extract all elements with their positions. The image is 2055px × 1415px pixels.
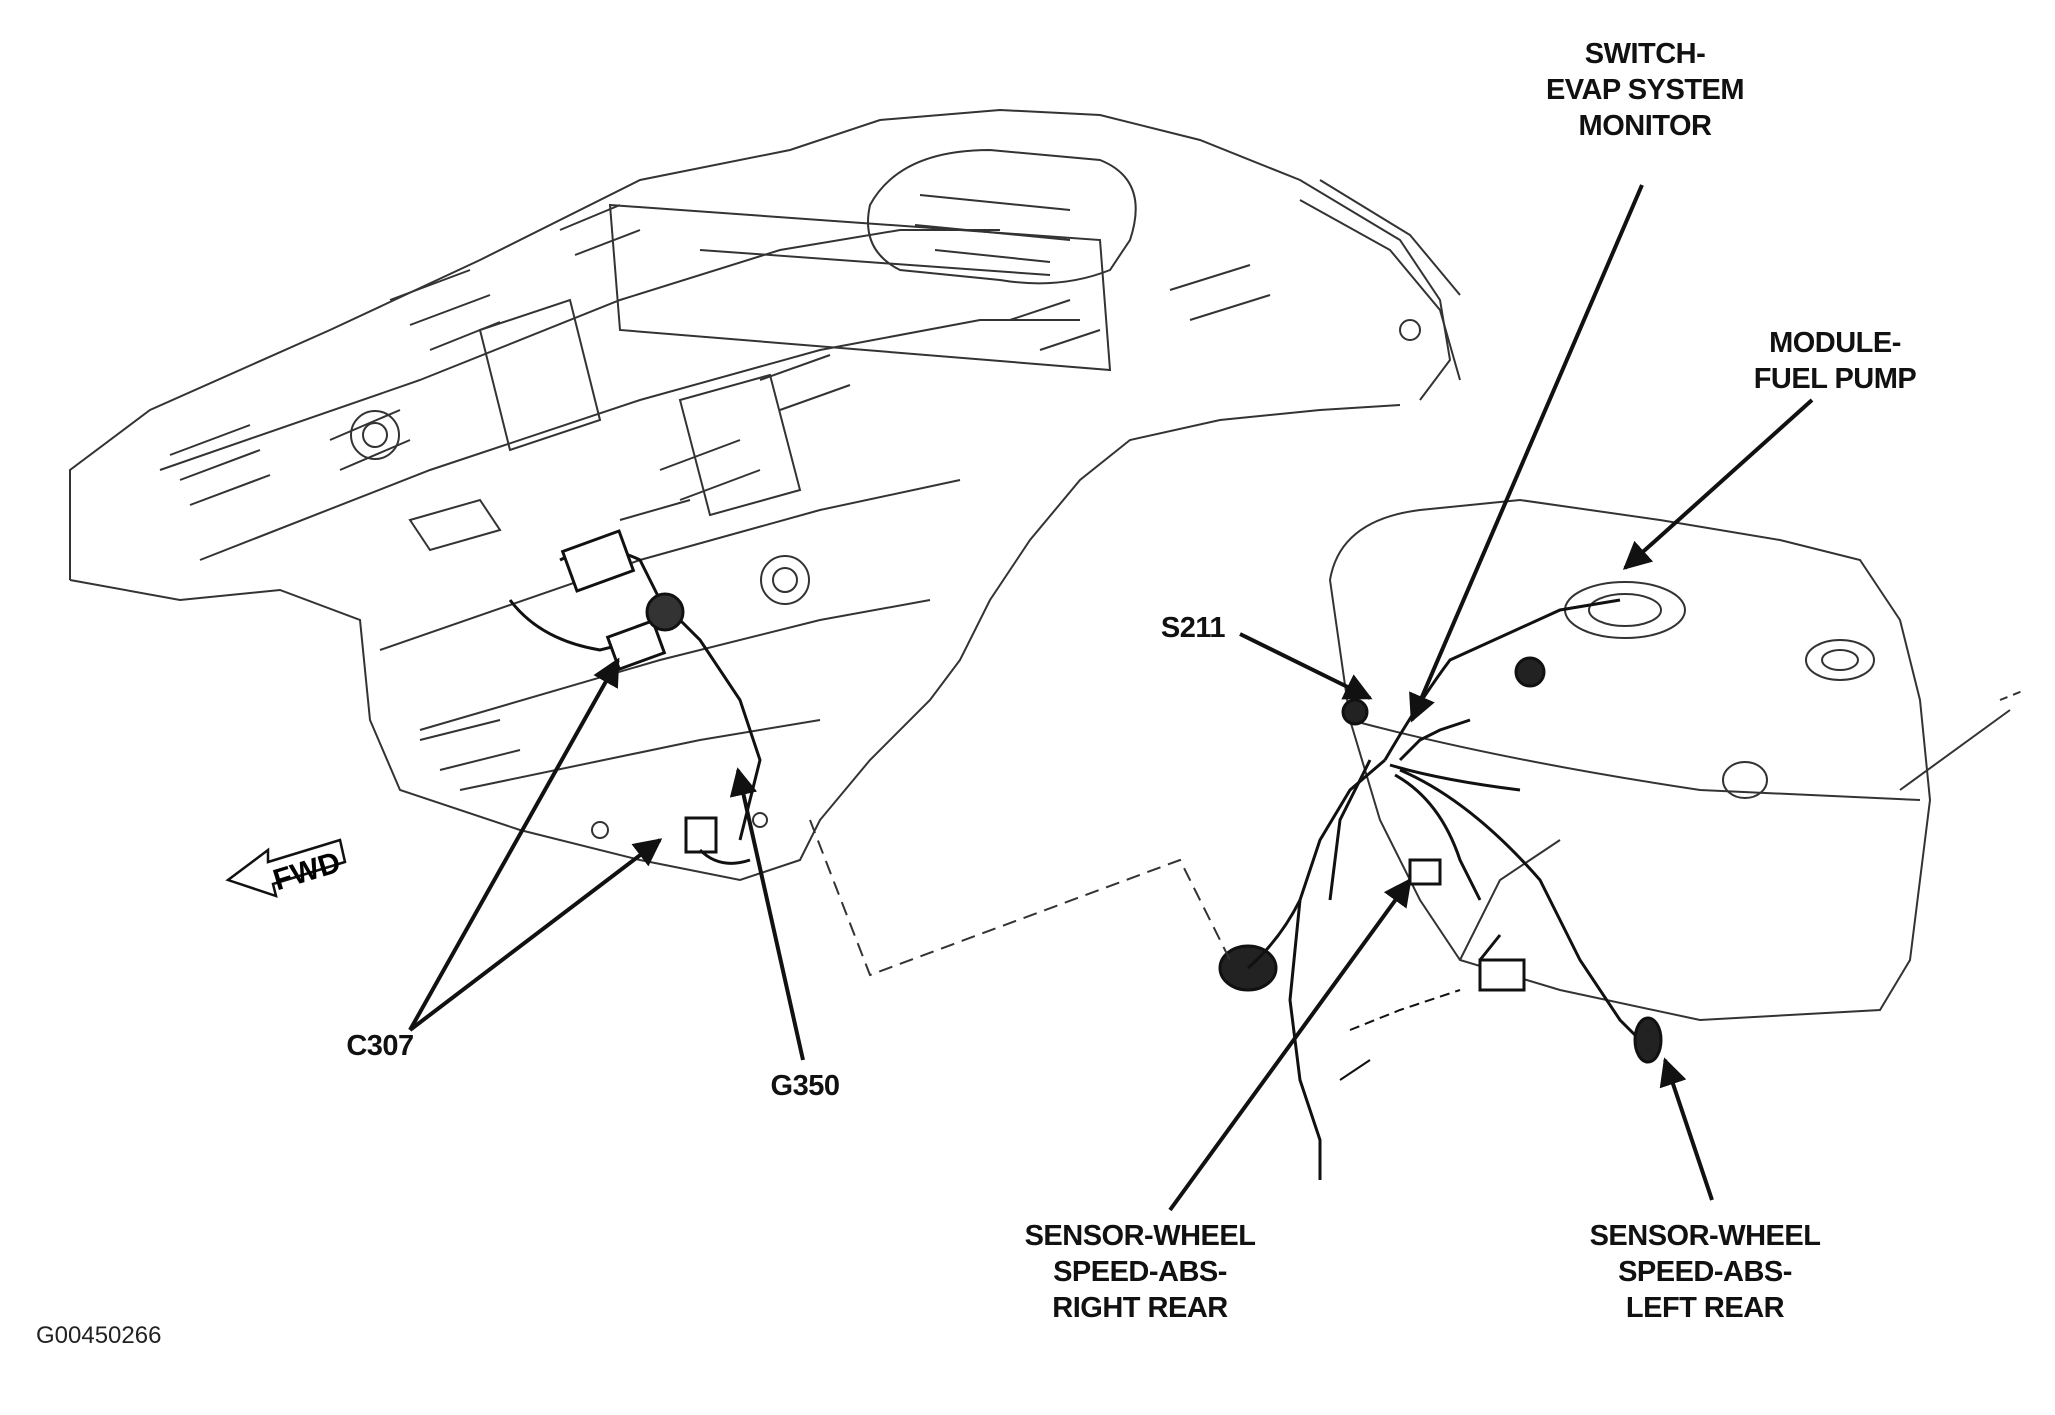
tank-harness bbox=[1218, 598, 1663, 1180]
callout-sensor-left-rear-line2: SPEED-ABS- bbox=[1618, 1256, 1792, 1288]
leader-s211 bbox=[1239, 632, 1373, 700]
callout-sensor-left-rear-line1: SENSOR-WHEEL bbox=[1589, 1220, 1821, 1252]
callout-switch-evap-line1: SWITCH- bbox=[1584, 38, 1706, 70]
callout-sensor-left-rear: SENSOR-WHEEL SPEED-ABS- LEFT REAR bbox=[1575, 1218, 1835, 1326]
fuel-tank bbox=[1328, 498, 2026, 1022]
leader-c307-b bbox=[408, 838, 663, 1032]
callout-g350: G350 bbox=[760, 1068, 850, 1104]
floor-harness bbox=[508, 529, 762, 865]
callout-g350-line1: G350 bbox=[770, 1070, 840, 1102]
fwd-arrow-label: FWD bbox=[269, 846, 344, 898]
callout-sensor-right-rear: SENSOR-WHEEL SPEED-ABS- RIGHT REAR bbox=[1015, 1218, 1265, 1326]
callout-c307-line1: C307 bbox=[346, 1030, 414, 1062]
fwd-arrow: FWD bbox=[225, 838, 347, 898]
leader-module-fuel-pump bbox=[1622, 398, 1814, 570]
callout-switch-evap: SWITCH- EVAP SYSTEM MONITOR bbox=[1535, 36, 1755, 144]
callout-s211-line1: S211 bbox=[1160, 612, 1226, 644]
callout-module-fuel-pump-line2: FUEL PUMP bbox=[1753, 363, 1917, 395]
callout-sensor-right-rear-line3: RIGHT REAR bbox=[1052, 1292, 1228, 1324]
callout-module-fuel-pump: MODULE- FUEL PUMP bbox=[1735, 325, 1935, 397]
leader-switch-evap bbox=[1409, 184, 1644, 723]
callout-c307: C307 bbox=[335, 1028, 425, 1064]
callout-sensor-left-rear-line3: LEFT REAR bbox=[1625, 1292, 1785, 1324]
leader-lines bbox=[408, 184, 1814, 1212]
callout-switch-evap-line2: EVAP SYSTEM bbox=[1545, 74, 1745, 106]
callout-s211: S211 bbox=[1148, 610, 1238, 646]
figure-id: G00450266 bbox=[36, 1322, 162, 1349]
leader-c307-a bbox=[408, 657, 620, 1031]
callout-sensor-right-rear-line1: SENSOR-WHEEL bbox=[1024, 1220, 1256, 1252]
floor-pan bbox=[69, 108, 1461, 882]
leader-sensor-right-rear bbox=[1168, 877, 1412, 1212]
leader-g350 bbox=[729, 767, 805, 1061]
dashed-harness-link bbox=[809, 819, 1231, 977]
callout-module-fuel-pump-line1: MODULE- bbox=[1769, 327, 1901, 359]
callout-sensor-right-rear-line2: SPEED-ABS- bbox=[1053, 1256, 1227, 1288]
leader-sensor-left-rear bbox=[1659, 1057, 1714, 1201]
callout-switch-evap-line3: MONITOR bbox=[1578, 110, 1712, 142]
